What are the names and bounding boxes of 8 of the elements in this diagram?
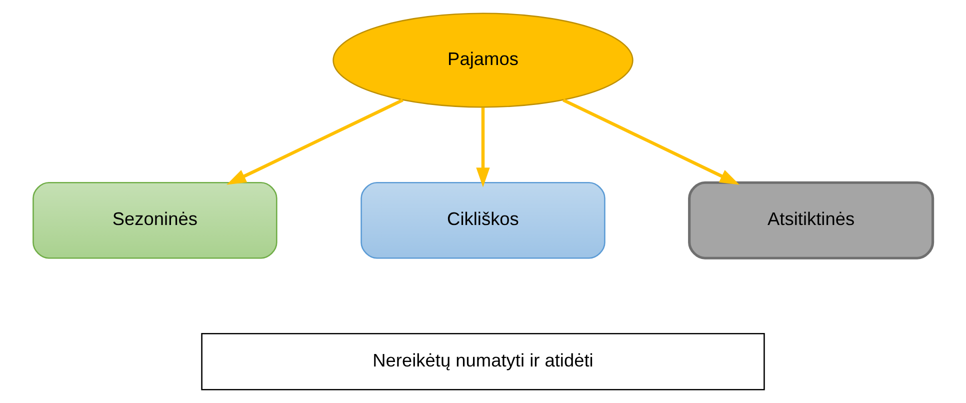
- arrow: [562, 98, 740, 185]
- node-ellipse: Pajamos: [332, 12, 634, 108]
- node-box: Cikliškos: [360, 182, 606, 259]
- node-box: Nereikėtų numatyti ir atidėti: [201, 333, 765, 390]
- node-box: Atsitiktinės: [688, 181, 934, 260]
- arrow: [476, 108, 490, 188]
- arrow: [226, 98, 404, 185]
- node-box: Sezoninės: [32, 182, 278, 259]
